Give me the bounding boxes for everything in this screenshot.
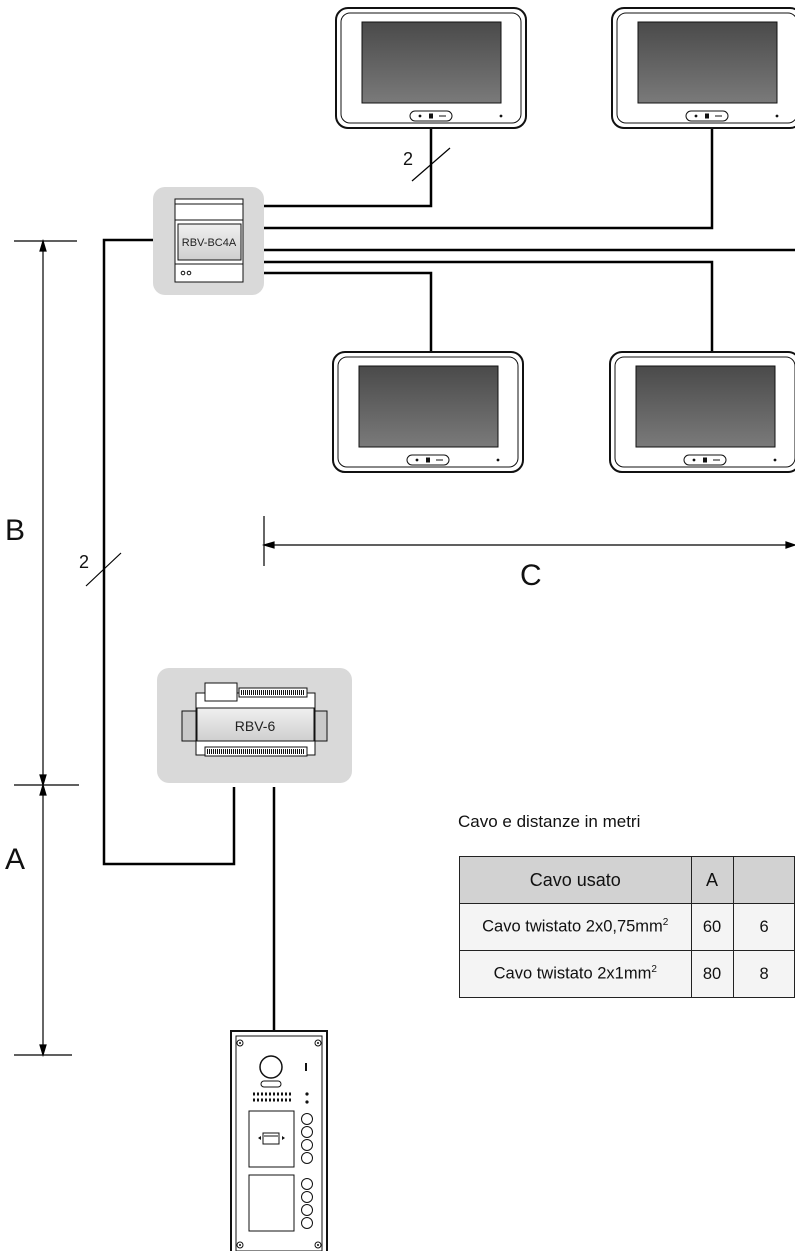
dimension-c-label: C (520, 559, 542, 592)
distance-b-cell: 6 (732, 903, 795, 951)
header-a: A (690, 856, 734, 904)
wire-to-monitor-2 (264, 128, 714, 230)
dimension-lines (14, 238, 795, 1058)
monitor-4 (609, 351, 795, 473)
wiring (102, 128, 795, 1031)
distributor-label: RBV-BC4A (182, 237, 237, 249)
table-row: Cavo twistato 2x1mm2 80 8 (459, 950, 795, 998)
cable-name-cell: Cavo twistato 2x1mm2 (459, 950, 692, 998)
wire-to-monitor-1 (264, 128, 433, 208)
header-cable: Cavo usato (459, 856, 692, 904)
name-tag-panel (248, 1174, 295, 1232)
distance-b-cell: 8 (732, 950, 795, 998)
header-b (732, 856, 795, 904)
wire-to-monitor-5 (264, 260, 714, 353)
table-caption: Cavo e distanze in metri (458, 812, 641, 831)
wire-count-riser: 2 (79, 552, 90, 572)
cable-name-cell: Cavo twistato 2x0,75mm2 (459, 903, 692, 951)
dimension-a-label: A (5, 843, 26, 876)
monitor-3 (332, 351, 524, 473)
distance-a-cell: 60 (690, 903, 734, 951)
wire-count-tick-riser (85, 552, 122, 587)
distance-a-cell: 80 (690, 950, 734, 998)
table-row: Cavo twistato 2x0,75mm2 60 6 (459, 903, 795, 951)
wire-count-monitor: 2 (403, 149, 414, 169)
wire-count-tick-top (411, 147, 451, 182)
camera-lens (259, 1055, 283, 1079)
riser-wire (102, 238, 236, 866)
power-supply-label: RBV-6 (235, 718, 276, 734)
power-supply-rbv-6: RBV-6 (157, 668, 352, 783)
wire-to-monitor-4 (264, 271, 433, 353)
door-station (230, 1030, 328, 1251)
monitor-2 (611, 7, 795, 129)
dimension-b-label: B (5, 514, 26, 547)
cable-distance-table: Cavo usato A Cavo twistato 2x0,75mm2 60 … (459, 856, 795, 998)
distributor-rbv-bc4a: RBV-BC4A (153, 187, 264, 295)
table-header-row: Cavo usato A (459, 856, 795, 904)
monitor-1 (335, 7, 527, 129)
